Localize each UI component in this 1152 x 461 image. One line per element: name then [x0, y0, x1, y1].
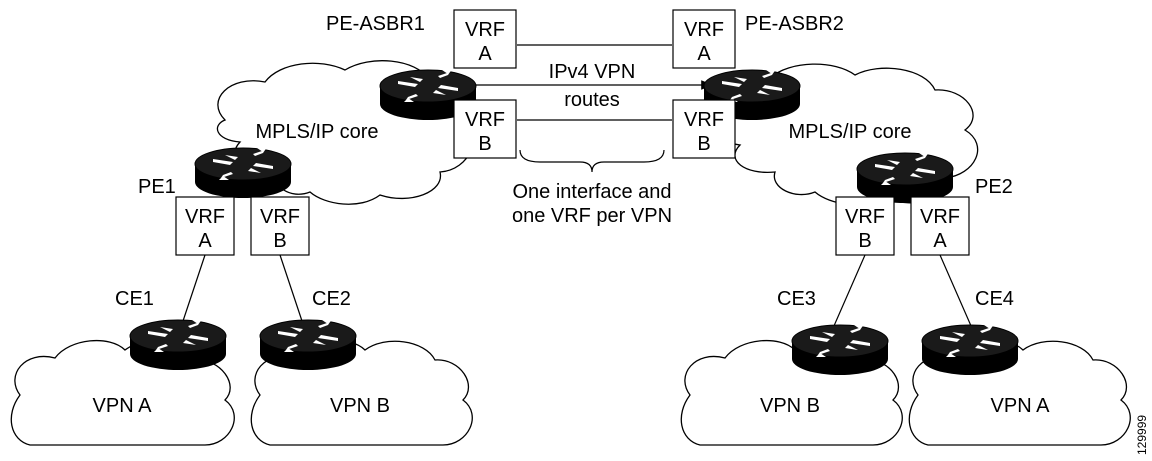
vpn-b-right-label: VPN B	[760, 395, 820, 417]
svg-text:VRF: VRF	[465, 19, 505, 41]
svg-text:VRF: VRF	[684, 109, 724, 131]
svg-text:VRF: VRF	[185, 206, 225, 228]
note-line2: one VRF per VPN	[512, 205, 672, 227]
ce1-label: CE1	[115, 288, 154, 310]
mpls-core-right-label: MPLS/IP core	[788, 121, 911, 143]
pe2-label: PE2	[975, 176, 1013, 198]
pe-asbr2-label: PE-ASBR2	[745, 13, 844, 35]
pe2-vrf-b-box: VRF B	[835, 196, 895, 256]
svg-text:VRF: VRF	[684, 19, 724, 41]
vpn-a-left-label: VPN A	[93, 395, 153, 417]
note-line1: One interface and	[513, 181, 672, 203]
pe1-label: PE1	[138, 176, 176, 198]
vpn-b-left-label: VPN B	[330, 395, 390, 417]
pe2-ce4-link	[939, 254, 976, 336]
routes-label-line2: routes	[564, 89, 620, 111]
pe1-router-icon	[194, 147, 292, 199]
mpls-core-left-label: MPLS/IP core	[255, 121, 378, 143]
pe1-vrf-b-box: VRF B	[250, 196, 310, 256]
ce3-label: CE3	[777, 288, 816, 310]
ce2-router-icon	[259, 319, 357, 371]
pe2-vrf-a-box: VRF A	[910, 196, 970, 256]
pe-asbr2-vrf-a-box: VRF A	[672, 9, 736, 69]
pe-asbr2-vrf-b-box: VRF B	[672, 99, 736, 159]
svg-text:VRF: VRF	[465, 109, 505, 131]
pe1-ce1-link	[179, 254, 206, 331]
routes-label-line1: IPv4 VPN	[549, 61, 636, 83]
svg-text:A: A	[933, 230, 947, 252]
pe2-ce3-link	[829, 254, 866, 336]
ce1-router-icon	[129, 319, 227, 371]
figure-id: 129999	[1135, 415, 1149, 455]
pe-asbr1-vrf-b-box: VRF B	[453, 99, 517, 159]
svg-text:B: B	[273, 230, 286, 252]
svg-text:VRF: VRF	[845, 206, 885, 228]
ce4-router-icon	[921, 324, 1019, 376]
per-vpn-bracket	[519, 149, 665, 173]
svg-text:VRF: VRF	[920, 206, 960, 228]
vpn-a-right-label: VPN A	[991, 395, 1051, 417]
svg-text:VRF: VRF	[260, 206, 300, 228]
pe-asbr1-label: PE-ASBR1	[326, 13, 425, 35]
svg-text:B: B	[858, 230, 871, 252]
pe1-vrf-a-box: VRF A	[175, 196, 235, 256]
svg-text:A: A	[478, 43, 492, 65]
pe-asbr1-vrf-a-box: VRF A	[453, 9, 517, 69]
svg-text:B: B	[697, 133, 710, 155]
ce2-label: CE2	[312, 288, 351, 310]
svg-text:A: A	[198, 230, 212, 252]
svg-text:B: B	[478, 133, 491, 155]
svg-text:A: A	[697, 43, 711, 65]
pe1-ce2-link	[279, 254, 306, 331]
ce3-router-icon	[791, 324, 889, 376]
ce4-label: CE4	[975, 288, 1014, 310]
pe2-router-icon	[856, 152, 954, 204]
